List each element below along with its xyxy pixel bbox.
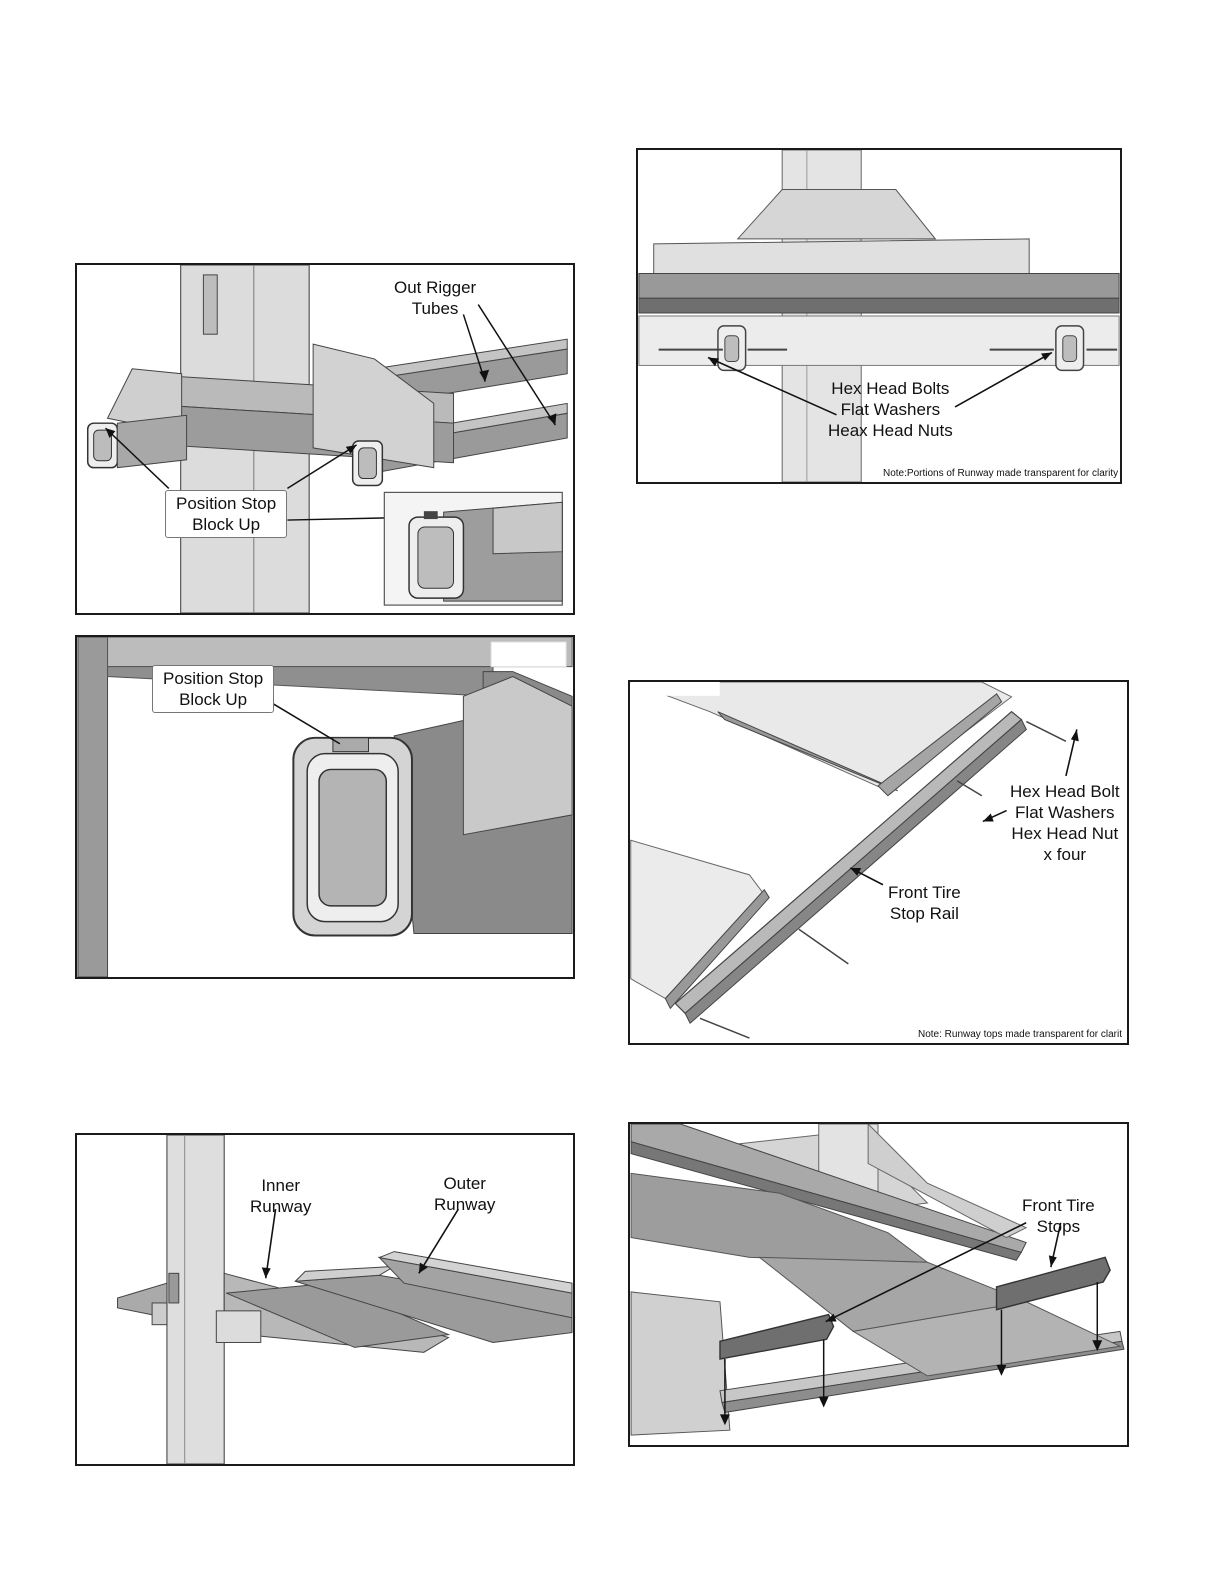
stop-rail-line2: Stop Rail [889,904,959,923]
stop-rail-line1: Front Tire [888,883,961,902]
inner-runway-line2: Runway [250,1197,312,1216]
position-stop-line2: Block Up [192,515,261,534]
bolts-label: Hex Head Bolts Flat Washers Heax Head Nu… [828,378,953,441]
stop-block-illustration [77,637,573,977]
hardware-line3: Hex Head Nut [1011,824,1119,843]
tire-stops-illustration [630,1124,1125,1436]
hardware-line4: x four [1043,845,1087,864]
hardware-line2: Flat Washers [1015,803,1115,822]
position-stop-detail-line1: Position Stop [163,669,264,688]
outrigger-tubes-label: Out Rigger Tubes [394,277,476,319]
outrigger-label-line1: Out Rigger [394,278,477,297]
figure-tire-stops: Front Tire Stops [628,1122,1129,1447]
tire-stops-line2: Stops [1036,1217,1081,1236]
figure-stop-rail: Hex Head Bolt Flat Washers Hex Head Nut … [628,680,1129,1045]
figure-runways: Inner Runway Outer Runway [75,1133,575,1466]
bolts-line3: Heax Head Nuts [828,421,953,440]
tire-stops-label: Front Tire Stops [1022,1195,1095,1237]
bolts-note: Note:Portions of Runway made transparent… [883,468,1119,479]
hardware-line1: Hex Head Bolt [1010,782,1120,801]
outer-runway-label: Outer Runway [434,1173,495,1215]
position-stop-detail-line2: Block Up [179,690,248,709]
stop-rail-note: Note: Runway tops made transparent for c… [918,1029,1122,1040]
stop-rail-illustration [630,682,1079,1039]
bolts-illustration [638,150,1120,482]
inner-runway-line1: Inner [261,1176,301,1195]
figure-stop-block-detail: Position Stop Block Up [75,635,575,979]
hardware-label: Hex Head Bolt Flat Washers Hex Head Nut … [1010,781,1120,865]
bolts-line2: Flat Washers [840,400,941,419]
outer-runway-line1: Outer [443,1174,486,1193]
outrigger-label-line2: Tubes [411,299,459,318]
position-stop-line1: Position Stop [176,494,277,513]
figure-outrigger-tubes: Out Rigger Tubes Position Stop Block Up [75,263,575,615]
tire-stops-line1: Front Tire [1022,1196,1095,1215]
outer-runway-line2: Runway [434,1195,496,1214]
stop-rail-label: Front Tire Stop Rail [888,882,961,924]
figure-bolts: Hex Head Bolts Flat Washers Heax Head Nu… [636,148,1122,484]
outrigger-illustration [86,265,568,613]
runways-illustration [117,1135,573,1464]
position-stop-detail-label: Position Stop Block Up [152,665,275,713]
inner-runway-label: Inner Runway [250,1175,311,1217]
bolts-line1: Hex Head Bolts [831,379,950,398]
position-stop-label: Position Stop Block Up [165,490,288,538]
